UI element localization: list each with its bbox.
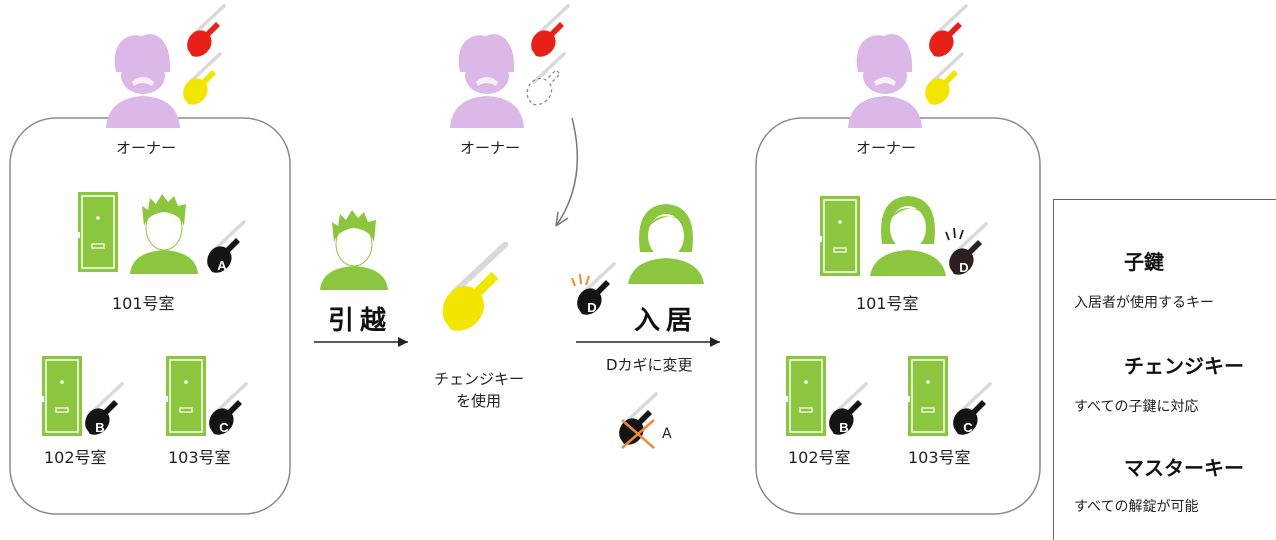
move-out-label: 引越 xyxy=(328,306,393,336)
discarded-key-a-icon xyxy=(617,392,658,447)
owner-icon-right xyxy=(848,34,922,129)
change-to-d-label: Dカギに変更 xyxy=(606,356,693,374)
legend-change-key-desc: すべての子鍵に対応 xyxy=(1074,399,1199,415)
owner-label-middle: オーナー xyxy=(460,139,521,157)
master-key-icon-right xyxy=(927,4,968,59)
door-102-right-icon xyxy=(783,355,827,437)
move-in-label: 入居 xyxy=(634,306,699,336)
discard-x-mark xyxy=(621,419,655,449)
owner-icon-middle xyxy=(450,34,524,129)
change-key-use-line2: を使用 xyxy=(456,392,502,410)
owner-label-right: オーナー xyxy=(856,139,917,157)
door-103-right-icon xyxy=(905,355,949,437)
room-101-right-label: 101号室 xyxy=(856,294,919,313)
new-resident-woman-icon xyxy=(628,204,704,284)
change-key-large-icon xyxy=(442,241,509,331)
key-letter-c-right: C xyxy=(963,420,973,435)
owner-label: オーナー xyxy=(116,139,177,157)
resident-man-icon xyxy=(129,193,199,275)
legend-master-key-title: マスターキー xyxy=(1124,456,1244,480)
door-101-icon xyxy=(75,191,119,273)
door-101-right-icon xyxy=(817,195,861,277)
key-letter-d-right: D xyxy=(959,260,968,275)
owner-icon xyxy=(106,34,180,129)
key-letter-d: D xyxy=(587,300,596,315)
door-102-icon xyxy=(39,355,83,437)
discarded-key-letter: A xyxy=(662,426,672,442)
room-101-label: 101号室 xyxy=(112,294,175,313)
new-key-alert-marks xyxy=(571,273,590,287)
curved-arrow xyxy=(555,117,579,227)
legend-master-key-desc: すべての解錠が可能 xyxy=(1074,499,1199,515)
key-letter-b: B xyxy=(95,420,104,435)
change-key-taken-icon xyxy=(526,52,566,106)
room-102-label: 102号室 xyxy=(44,448,107,467)
key-letter-b-right: B xyxy=(839,420,848,435)
change-key-icon xyxy=(181,52,222,107)
new-key-marks-right xyxy=(945,227,964,241)
legend-change-key-title: チェンジキー xyxy=(1124,354,1244,378)
master-key-icon xyxy=(185,4,226,59)
key-letter-c: C xyxy=(219,420,229,435)
room-103-right-label: 103号室 xyxy=(908,448,971,467)
moving-out-man-icon xyxy=(319,209,389,291)
key-letter-a: A xyxy=(217,258,227,273)
room-103-label: 103号室 xyxy=(168,448,231,467)
master-key-icon-middle xyxy=(529,4,570,59)
legend-child-key-title: 子鍵 xyxy=(1124,250,1164,274)
room-102-right-label: 102号室 xyxy=(788,448,851,467)
legend-child-key-desc: 入居者が使用するキー xyxy=(1074,295,1214,311)
legend-panel xyxy=(1053,199,1276,540)
change-key-icon-right xyxy=(923,52,964,107)
door-103-icon xyxy=(163,355,207,437)
resident-woman-icon xyxy=(870,196,946,276)
change-key-use-line1: チェンジキー xyxy=(434,370,525,388)
